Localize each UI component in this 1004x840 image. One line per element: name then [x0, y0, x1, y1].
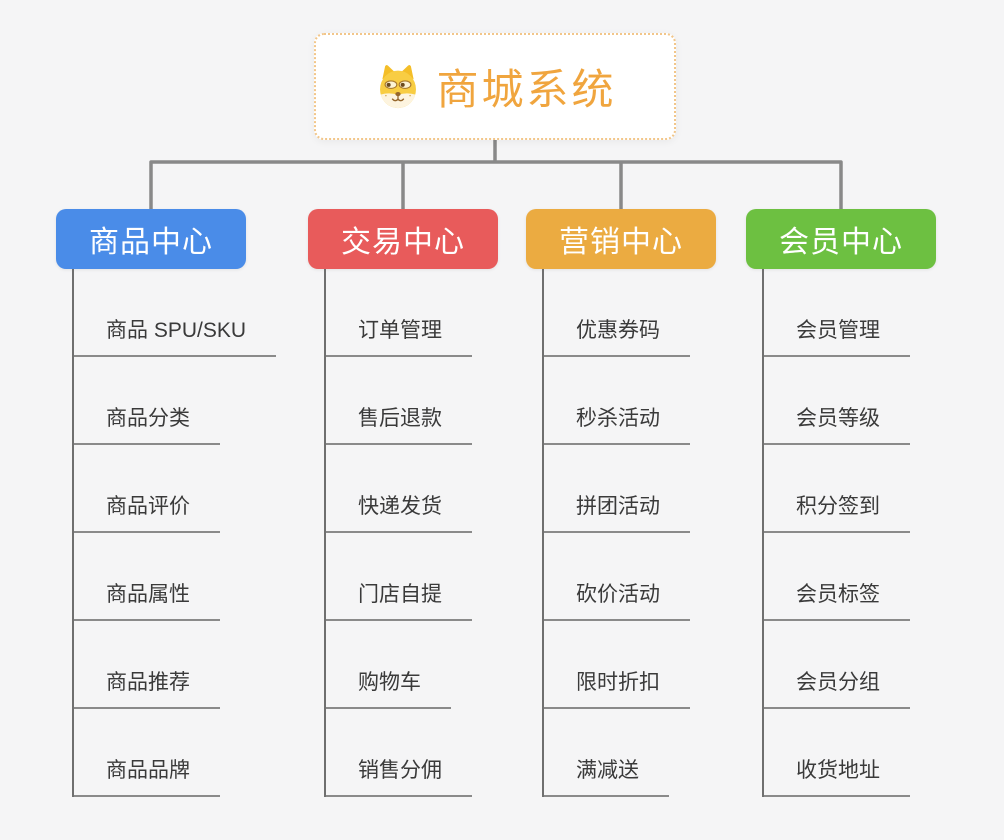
child-topic[interactable]: 会员标签: [764, 533, 910, 621]
child-topic[interactable]: 购物车: [326, 621, 451, 709]
child-topic[interactable]: 商品评价: [74, 445, 220, 533]
child-topic[interactable]: 优惠券码: [544, 269, 690, 357]
child-topic[interactable]: 商品分类: [74, 357, 220, 445]
branch-children: 优惠券码秒杀活动拼团活动砍价活动限时折扣满减送: [542, 269, 690, 797]
branch-children: 会员管理会员等级积分签到会员标签会员分组收货地址: [762, 269, 910, 797]
child-topic[interactable]: 商品属性: [74, 533, 220, 621]
child-topic[interactable]: 拼团活动: [544, 445, 690, 533]
child-topic[interactable]: 订单管理: [326, 269, 472, 357]
child-topic[interactable]: 会员等级: [764, 357, 910, 445]
child-topic[interactable]: 砍价活动: [544, 533, 690, 621]
child-topic[interactable]: 商品 SPU/SKU: [74, 269, 277, 357]
branch-topic[interactable]: 营销中心: [526, 209, 716, 269]
child-topic[interactable]: 商品推荐: [74, 621, 220, 709]
child-topic[interactable]: 积分签到: [764, 445, 910, 533]
child-topic[interactable]: 收货地址: [764, 709, 910, 797]
child-topic[interactable]: 售后退款: [326, 357, 472, 445]
branch-children: 订单管理售后退款快递发货门店自提购物车销售分佣: [324, 269, 472, 797]
root-title: 商城系统: [436, 66, 617, 113]
branch-topic[interactable]: 会员中心: [746, 209, 936, 269]
dog-face-icon: [373, 63, 423, 111]
child-topic[interactable]: 秒杀活动: [544, 357, 690, 445]
child-topic[interactable]: 销售分佣: [326, 709, 472, 797]
child-topic[interactable]: 商品品牌: [74, 709, 220, 797]
child-topic[interactable]: 会员管理: [764, 269, 910, 357]
child-topic[interactable]: 门店自提: [326, 533, 472, 621]
child-topic[interactable]: 会员分组: [764, 621, 910, 709]
child-topic[interactable]: 满减送: [544, 709, 669, 797]
branch-topic[interactable]: 交易中心: [308, 209, 498, 269]
root-topic[interactable]: 商城系统: [314, 33, 676, 140]
branch-topic[interactable]: 商品中心: [56, 209, 246, 269]
child-topic[interactable]: 限时折扣: [544, 621, 690, 709]
child-topic[interactable]: 快递发货: [326, 445, 472, 533]
